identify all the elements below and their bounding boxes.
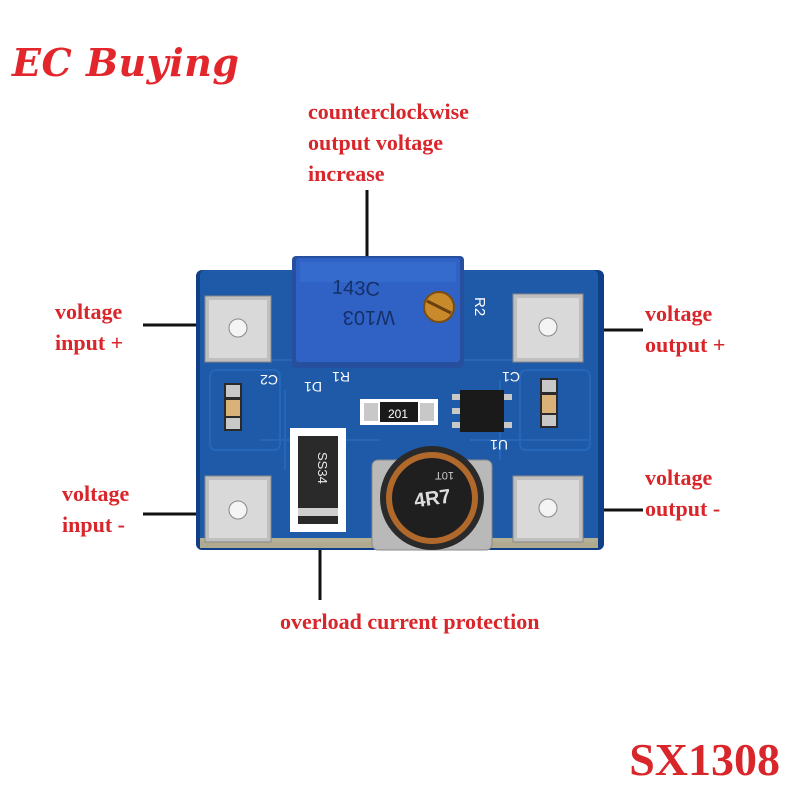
pads <box>204 293 584 543</box>
output-plus-label-line-1: voltage <box>645 301 713 326</box>
potentiometer-label-line-2: output voltage <box>308 130 444 155</box>
inductor-4r7: 4R7 10T <box>371 446 493 551</box>
resistor-code: 201 <box>388 407 408 421</box>
resistor-201: 201 <box>360 399 438 425</box>
model-number: SX1308 <box>629 734 780 785</box>
output-plus-label-line-2: output + <box>645 332 726 357</box>
input-minus-label-line-1: voltage <box>62 481 130 506</box>
potentiometer-label: counterclockwise output voltage increase <box>308 96 469 189</box>
silk-r1: R1 <box>332 369 350 385</box>
diode-code: SS34 <box>315 452 330 484</box>
input-plus-label-line-1: voltage <box>55 299 123 324</box>
capacitor-c2 <box>224 383 242 431</box>
pot-bottom-code: W103 <box>343 306 395 328</box>
output-minus-label-line-2: output - <box>645 496 721 521</box>
silk-u1: U1 <box>490 437 508 453</box>
diode-ss34: SS34 <box>290 428 346 532</box>
inductor-small-code: 10T <box>435 469 454 481</box>
silk-d1: D1 <box>304 379 322 395</box>
silk-c2: C2 <box>260 372 278 388</box>
potentiometer: 143C W103 <box>292 256 464 368</box>
input-minus-label-line-2: input - <box>62 512 125 537</box>
silk-c1: C1 <box>502 369 520 385</box>
output-plus-label: voltage output + <box>645 298 725 360</box>
silk-r2: R2 <box>471 297 488 316</box>
pad-output-plus <box>512 293 584 363</box>
potentiometer-label-line-3: increase <box>308 161 385 186</box>
pad-input-plus <box>204 295 272 363</box>
pad-input-minus <box>204 475 272 543</box>
inductor-code: 4R7 <box>413 485 452 512</box>
output-minus-label: voltage output - <box>645 462 720 524</box>
protection-label: overload current protection <box>280 609 540 634</box>
input-plus-label: voltage input + <box>55 296 123 358</box>
pad-output-minus <box>512 475 584 543</box>
chip-u1 <box>452 390 512 432</box>
input-minus-label: voltage input - <box>62 478 129 540</box>
output-minus-label-line-1: voltage <box>645 465 713 490</box>
potentiometer-label-line-1: counterclockwise <box>308 99 469 124</box>
capacitor-c1 <box>540 378 558 428</box>
brand-logo: EC Buying <box>12 40 240 85</box>
pot-top-code: 143C <box>332 277 381 301</box>
input-plus-label-line-2: input + <box>55 330 124 355</box>
